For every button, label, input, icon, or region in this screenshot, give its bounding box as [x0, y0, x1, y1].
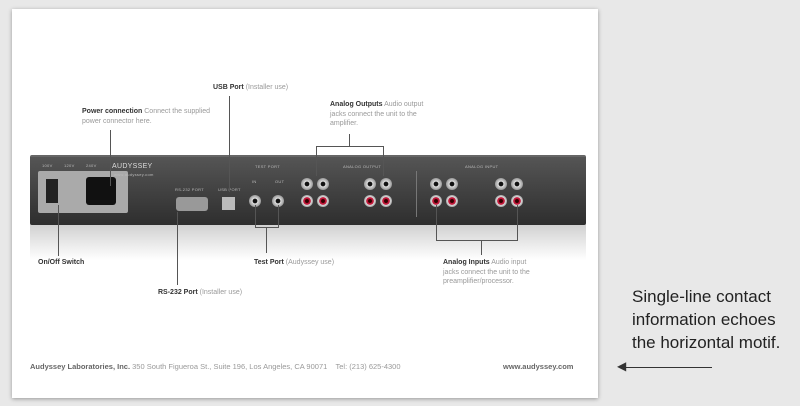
voltage-240: 240V	[86, 163, 97, 168]
input-jack	[511, 178, 523, 190]
leader-line	[110, 130, 111, 186]
leader-line	[266, 227, 267, 253]
footer-website: www.audyssey.com	[503, 362, 574, 371]
output-jack	[317, 178, 329, 190]
power-switch[interactable]	[46, 179, 58, 203]
brand-logo: AUDYSSEY	[112, 163, 153, 170]
arrow-left-icon: ◀	[617, 359, 627, 373]
leader-line	[58, 205, 59, 256]
usb-port	[222, 197, 235, 210]
test-in-jack	[249, 195, 261, 207]
input-jack	[430, 195, 442, 207]
output-jack	[301, 178, 313, 190]
leader-line	[481, 240, 482, 255]
annotation-text: Single-line contact information echoes t…	[632, 287, 781, 352]
leader-line	[436, 240, 518, 241]
leader-line	[383, 146, 384, 176]
leader-line	[349, 134, 350, 146]
output-jack	[301, 195, 313, 207]
rs232-port	[176, 197, 208, 211]
callout-analog-inputs: Analog Inputs Audio input jacks connect …	[443, 259, 530, 285]
panel-url: www.audyssey.com	[114, 172, 154, 177]
input-jack	[446, 195, 458, 207]
leader-line	[229, 96, 230, 192]
input-jack	[511, 195, 523, 207]
input-jack	[430, 178, 442, 190]
device-reflection	[30, 224, 586, 260]
input-jack	[495, 195, 507, 207]
analog-output-label: ANALOG OUTPUT	[343, 164, 382, 169]
device-rear-panel: 100V 120V 240V AUDYSSEY www.audyssey.com…	[30, 155, 586, 225]
in-label: IN	[252, 179, 257, 184]
callout-test-port: Test Port (Audyssey use)	[254, 259, 335, 266]
output-jack	[380, 178, 392, 190]
output-jack	[364, 178, 376, 190]
voltage-100: 100V	[42, 163, 53, 168]
arrow-line	[622, 367, 712, 368]
input-jack	[495, 178, 507, 190]
analog-input-label: ANALOG INPUT	[465, 164, 499, 169]
footer-contact: Audyssey Laboratories, Inc. 350 South Fi…	[30, 362, 401, 371]
output-jack	[380, 195, 392, 207]
power-module	[38, 171, 128, 213]
callout-onoff: On/Off Switch	[38, 259, 85, 266]
leader-line	[316, 146, 384, 147]
input-jack	[446, 178, 458, 190]
test-port-label: TEST PORT	[255, 164, 281, 169]
leader-line	[316, 146, 317, 176]
out-label: OUT	[275, 179, 285, 184]
callout-rs232: RS-232 Port (Installer use)	[158, 289, 243, 296]
power-socket	[86, 177, 116, 205]
voltage-120: 120V	[64, 163, 75, 168]
rs232-label: RS-232 PORT	[175, 187, 205, 192]
callout-power: Power connection Connect the supplied po…	[82, 108, 211, 125]
callout-usb: USB Port (Installer use)	[213, 84, 289, 91]
divider	[416, 171, 417, 217]
test-out-jack	[272, 195, 284, 207]
callout-analog-outputs: Analog Outputs Audio output jacks connec…	[330, 101, 424, 127]
output-jack	[317, 195, 329, 207]
leader-line	[278, 205, 279, 228]
leader-line	[255, 227, 279, 228]
output-jack	[364, 195, 376, 207]
leader-line	[177, 212, 178, 285]
leader-line	[436, 205, 437, 240]
leader-line	[517, 205, 518, 240]
leader-line	[255, 205, 256, 228]
